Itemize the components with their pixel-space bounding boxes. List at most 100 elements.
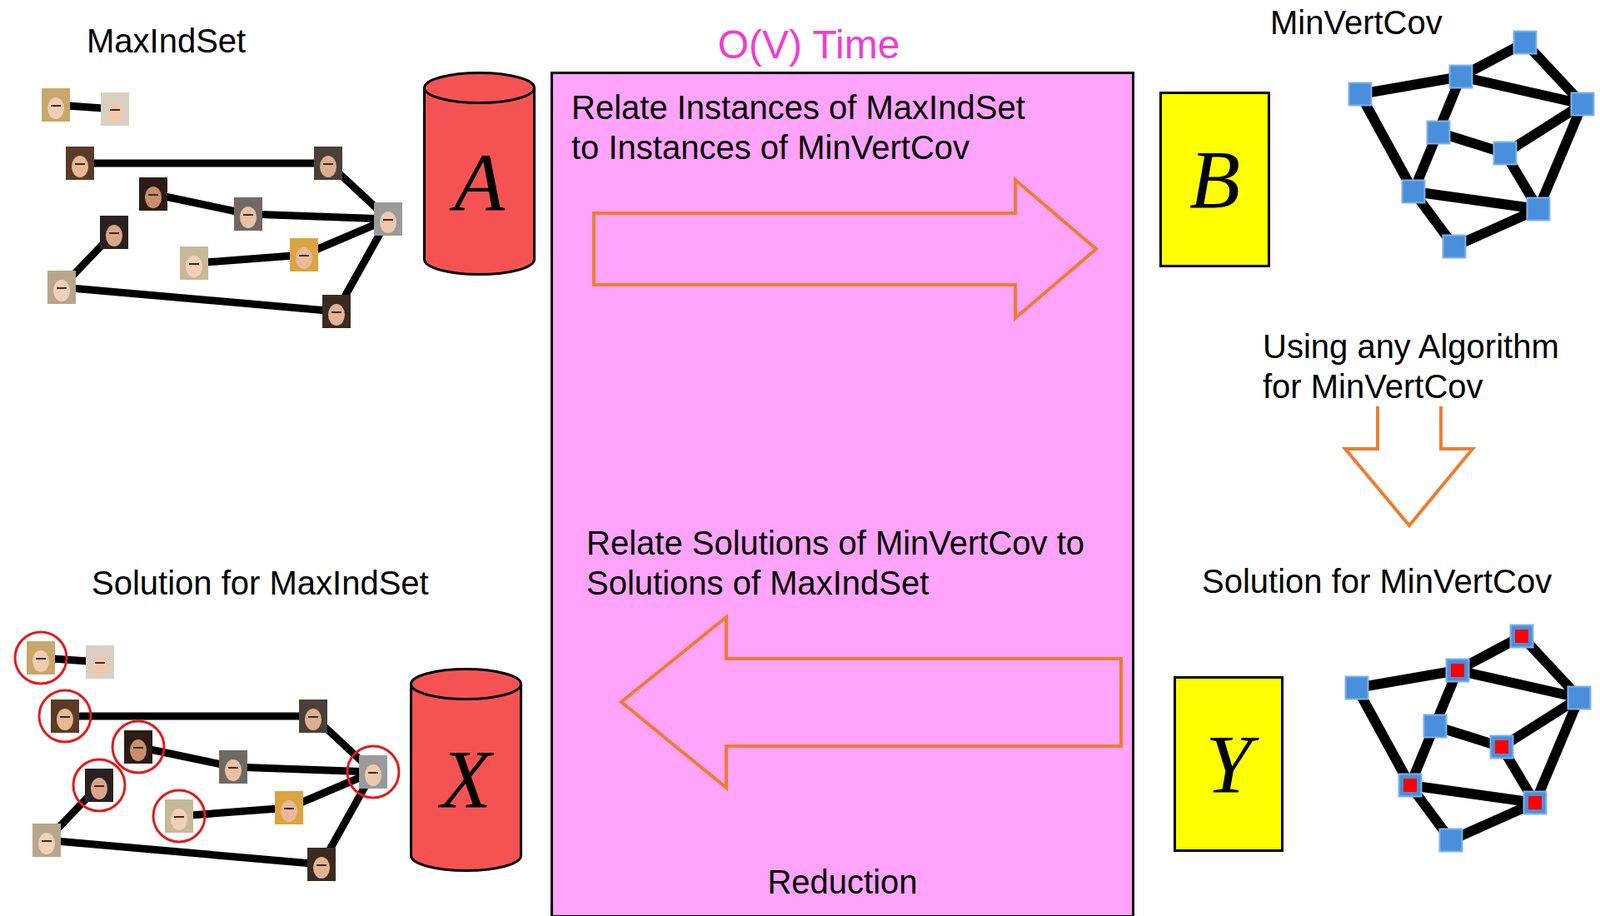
graph-vertex xyxy=(1424,715,1447,738)
graph-vertex xyxy=(1494,142,1517,165)
face-photo xyxy=(234,197,263,231)
graph-edge xyxy=(233,767,374,773)
instance-box: B xyxy=(1159,91,1271,268)
photo-eyes xyxy=(148,194,159,196)
photo-face xyxy=(319,155,337,178)
graph-vertex xyxy=(1490,736,1514,759)
face-photo xyxy=(65,146,95,180)
photo-background xyxy=(179,246,209,280)
photo-background xyxy=(65,146,95,180)
photo-face xyxy=(239,206,257,229)
photo-background xyxy=(234,197,263,231)
instance-cylinder: A xyxy=(423,71,536,276)
photo-background xyxy=(314,146,343,180)
solution-box: Y xyxy=(1173,676,1284,853)
backward-block-arrow xyxy=(621,617,1122,788)
vertex-graph-solution xyxy=(1345,625,1591,853)
graph-edge xyxy=(153,194,249,215)
face-photo xyxy=(299,699,328,733)
photo-eyes xyxy=(109,232,120,235)
face-photo xyxy=(32,823,61,858)
photo-eyes xyxy=(94,785,105,788)
photo-face xyxy=(47,97,65,120)
photo-background xyxy=(139,177,168,211)
photo-background xyxy=(289,238,319,272)
box-caption: Reduction xyxy=(553,862,1132,903)
photo-face xyxy=(129,739,147,762)
photo-background xyxy=(50,699,80,733)
face-photo xyxy=(373,202,403,236)
forward-block-arrow xyxy=(593,179,1097,319)
graph-vertex xyxy=(1402,180,1426,204)
graph-edge xyxy=(1454,209,1539,247)
face-photo xyxy=(179,246,209,280)
diagram-label: MinVertCov xyxy=(1270,2,1443,43)
graph-vertex xyxy=(1450,65,1473,89)
photo-face xyxy=(280,800,298,823)
graph-vertex xyxy=(1571,93,1595,116)
photo-eyes xyxy=(189,263,200,265)
cylinder-body xyxy=(424,73,535,275)
cover-mark xyxy=(1515,629,1529,643)
photo-background xyxy=(32,823,61,858)
face-photo xyxy=(50,699,80,733)
photo-face xyxy=(170,808,188,831)
photo-background xyxy=(307,847,336,882)
time-heading: O(V) Time xyxy=(717,20,901,70)
photo-eyes xyxy=(94,662,105,664)
photo-face xyxy=(144,186,162,209)
graph-edge xyxy=(1460,76,1583,105)
photo-eyes xyxy=(174,816,185,818)
selection-circle xyxy=(39,690,91,743)
face-photo xyxy=(124,730,153,764)
photo-eyes xyxy=(243,214,254,216)
photo-eyes xyxy=(323,163,334,165)
people-graph xyxy=(41,88,403,329)
photo-background xyxy=(26,641,55,675)
photo-background xyxy=(124,730,153,764)
photo-eyes xyxy=(133,747,144,749)
block-arrows xyxy=(550,71,1135,916)
face-photo xyxy=(41,88,70,122)
graph-edge xyxy=(1360,94,1414,192)
face-photo xyxy=(85,645,115,679)
photo-face xyxy=(56,708,74,731)
photo-face xyxy=(328,304,345,326)
photo-face xyxy=(364,764,382,787)
photo-eyes xyxy=(35,657,46,660)
photo-eyes xyxy=(74,163,85,165)
cylinder-body xyxy=(411,669,522,872)
photo-eyes xyxy=(331,311,342,314)
graph-edge xyxy=(1413,191,1539,210)
cylinder-rim xyxy=(411,684,522,700)
variable-letter: A xyxy=(453,141,505,225)
photo-face xyxy=(379,211,397,234)
variable-letter: Y xyxy=(1205,722,1252,807)
cover-mark xyxy=(1450,663,1465,678)
diagram-label: Using any Algorithm for MinVertCov xyxy=(1259,326,1596,407)
face-photo xyxy=(314,146,343,180)
graph-vertex xyxy=(1443,235,1466,259)
graph-edge xyxy=(1538,104,1583,210)
photo-eyes xyxy=(284,807,295,810)
photo-face xyxy=(313,857,330,879)
cover-mark xyxy=(1403,778,1417,793)
photo-background xyxy=(41,88,70,122)
photo-eyes xyxy=(109,109,120,111)
photo-eyes xyxy=(56,287,67,290)
graph-edge xyxy=(46,840,322,865)
face-photo xyxy=(139,177,168,211)
graph-edge xyxy=(61,287,337,312)
selection-circle xyxy=(112,721,165,773)
graph-edge xyxy=(79,159,329,168)
photo-background xyxy=(99,215,129,250)
photo-eyes xyxy=(368,772,379,774)
photo-face xyxy=(224,759,242,782)
face-photo xyxy=(99,215,129,250)
photo-eyes xyxy=(383,219,394,221)
graph-vertex xyxy=(1440,829,1463,853)
graph-edge xyxy=(138,747,234,768)
diagram-label: Solution for MaxIndSet xyxy=(91,563,429,604)
graph-edge xyxy=(1410,785,1536,803)
graph-vertex xyxy=(1399,774,1422,798)
